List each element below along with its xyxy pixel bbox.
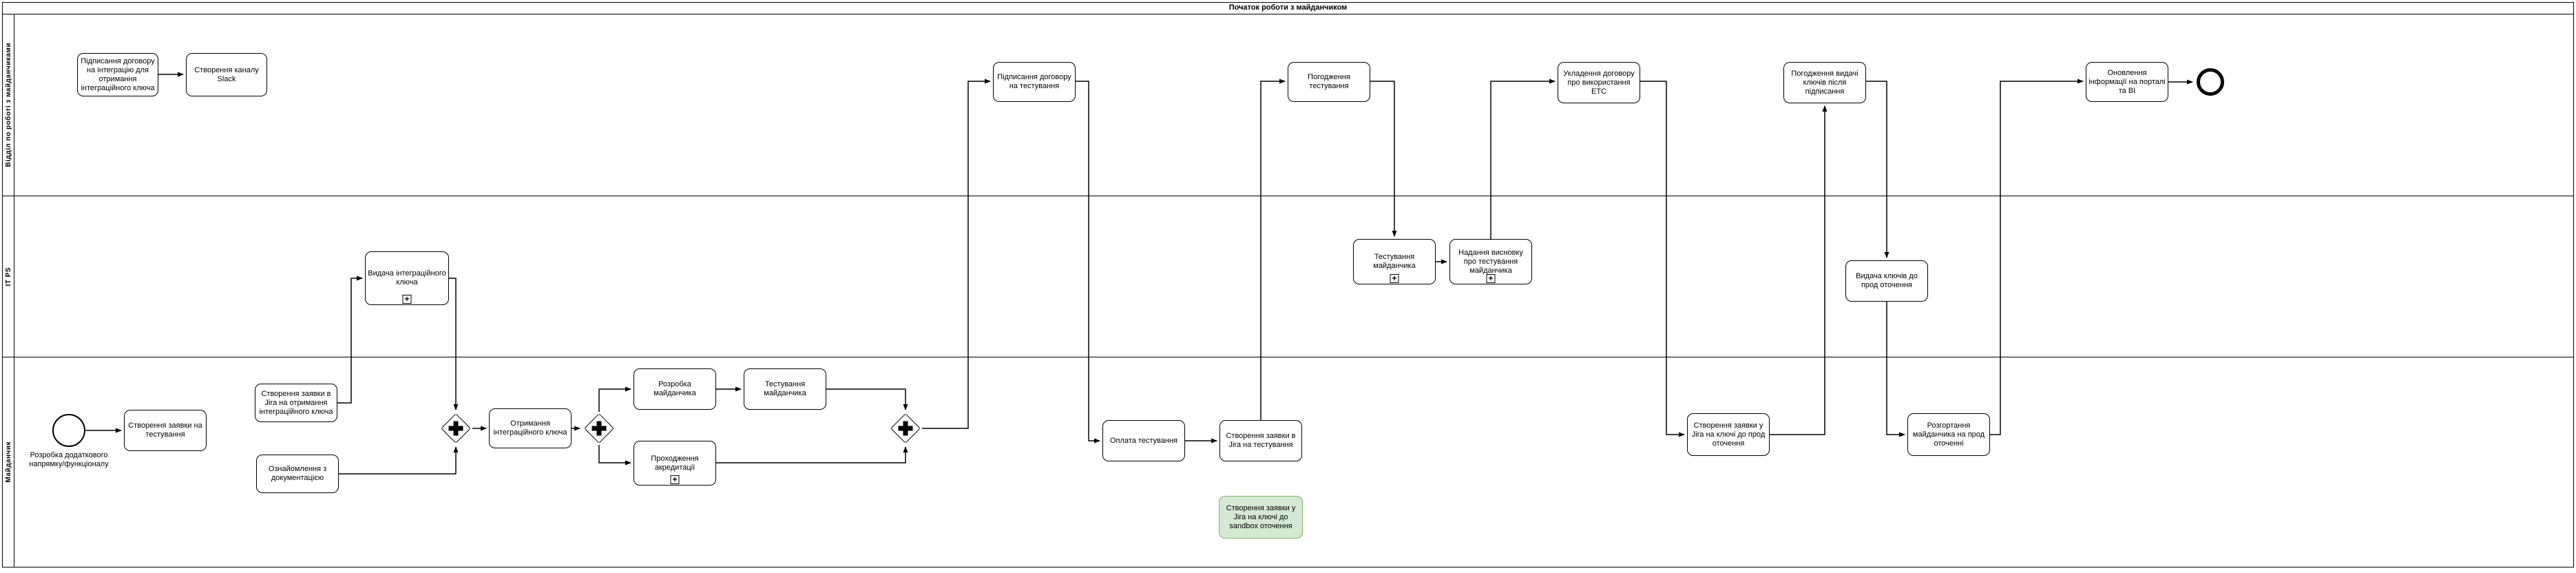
node-label: Розгортання майданчика на прод оточенні <box>1912 421 1985 448</box>
pool-title: Початок роботи з майданчиком <box>3 3 2573 14</box>
task-create-testing-request[interactable]: Створення заявки на тестування <box>124 410 207 451</box>
node-label: Розробка майданчика <box>653 380 696 397</box>
subprocess-plus-icon: + <box>1486 274 1496 283</box>
node-label: Створення заявки у Jira на ключі до sand… <box>1226 503 1296 530</box>
subprocess-platform-testing-itps[interactable]: Тестування майданчика + <box>1353 239 1436 284</box>
node-label: Надання висновку про тестування майданчи… <box>1458 248 1523 275</box>
task-create-jira-request-integration-key[interactable]: Створення заявки в Jira на отримання інт… <box>255 384 337 422</box>
end-event[interactable] <box>2197 68 2224 96</box>
node-label: Створення заявки на тестування <box>128 421 202 439</box>
node-label: Створення заявки у Jira на ключі до прод… <box>1691 421 1766 448</box>
lane-label-platform-department: Відділ по роботі з майданчиками <box>3 14 14 196</box>
task-sign-testing-contract[interactable]: Підписання договору на тестування <box>993 62 1076 102</box>
node-label: Видача інтеграційного ключа <box>368 269 446 286</box>
task-create-slack-channel[interactable]: Створення каналу Slack <box>186 53 267 96</box>
node-label: Погодження видачі ключів після підписанн… <box>1791 69 1858 96</box>
node-label: Підписання договору на інтеграцію для от… <box>81 56 155 92</box>
gateway-plus-icon <box>453 421 459 436</box>
task-sign-integration-contract[interactable]: Підписання договору на інтеграцію для от… <box>77 53 158 96</box>
task-develop-platform[interactable]: Розробка майданчика <box>633 368 716 410</box>
node-label: Створення заявки в Jira на отримання інт… <box>259 389 333 416</box>
node-label: Створення каналу Slack <box>194 65 259 83</box>
task-approve-key-issue-after-signing[interactable]: Погодження видачі ключів після підписанн… <box>1783 62 1866 103</box>
lane-platform-department: Відділ по роботі з майданчиками <box>3 14 2573 196</box>
subprocess-plus-icon: + <box>670 475 680 484</box>
node-label: Оновлення інформації на порталі та ВІ <box>2088 68 2166 95</box>
start-event-label: Розробка додаткового напрямку/функціонал… <box>29 451 109 468</box>
gateway-plus-icon <box>903 421 908 436</box>
node-label: Погодження тестування <box>1308 73 1350 90</box>
parallel-gateway-split-dev[interactable] <box>583 412 616 445</box>
node-label: Тестування майданчика <box>764 380 806 397</box>
node-label: Укладення договору про використання ЕТС <box>1563 69 1635 96</box>
node-label: Проходження акредитації <box>651 454 699 472</box>
subprocess-provide-testing-conclusion[interactable]: Надання висновку про тестування майданчи… <box>1449 239 1532 284</box>
lane-platform: Майданчик <box>3 357 2573 567</box>
task-create-jira-prod-keys-request[interactable]: Створення заявки у Jira на ключі до прод… <box>1687 413 1770 456</box>
task-platform-testing[interactable]: Тестування майданчика <box>744 368 826 410</box>
task-deploy-platform-prod[interactable]: Розгортання майданчика на прод оточенні <box>1907 413 1990 456</box>
task-conclude-ets-usage-contract[interactable]: Укладення договору про використання ЕТС <box>1558 62 1640 103</box>
note-jira-sandbox-keys[interactable]: Створення заявки у Jira на ключі до sand… <box>1219 496 1303 539</box>
node-label: Оплата тестування <box>1109 436 1178 445</box>
lane-label-platform: Майданчик <box>3 357 14 567</box>
subprocess-issue-integration-key[interactable]: Видача інтеграційного ключа + <box>365 251 449 305</box>
subprocess-plus-icon: + <box>402 295 412 304</box>
subprocess-accreditation[interactable]: Проходження акредитації + <box>633 441 716 486</box>
parallel-gateway-join-dev[interactable] <box>889 412 922 445</box>
task-issue-prod-keys[interactable]: Видача ключів до прод оточення <box>1845 260 1928 302</box>
start-event[interactable] <box>52 414 85 447</box>
task-review-documentation[interactable]: Ознайомлення з документацією <box>256 455 339 493</box>
task-pay-for-testing[interactable]: Оплата тестування <box>1102 420 1185 461</box>
subprocess-plus-icon: + <box>1390 274 1399 283</box>
node-label: Видача ключів до прод оточення <box>1856 272 1918 289</box>
node-label: Ознайомлення з документацією <box>268 465 327 482</box>
lane-it-ps: IT PS <box>3 196 2573 357</box>
task-create-jira-testing-request[interactable]: Створення заявки в Jira на тестування <box>1219 420 1302 461</box>
lane-label-it-ps: IT PS <box>3 196 14 357</box>
parallel-gateway-join-key[interactable] <box>439 412 472 445</box>
task-approve-testing[interactable]: Погодження тестування <box>1288 62 1370 102</box>
gateway-plus-icon <box>596 421 602 436</box>
node-label: Створення заявки в Jira на тестування <box>1226 432 1296 449</box>
task-receive-integration-key[interactable]: Отримання інтеграційного ключа <box>489 408 572 448</box>
task-update-portal-bi-info[interactable]: Оновлення інформації на порталі та ВІ <box>2086 62 2168 102</box>
node-label: Підписання договору на тестування <box>997 73 1071 90</box>
node-label: Отримання інтеграційного ключа <box>493 419 567 437</box>
node-label: Тестування майданчика <box>1373 253 1416 270</box>
